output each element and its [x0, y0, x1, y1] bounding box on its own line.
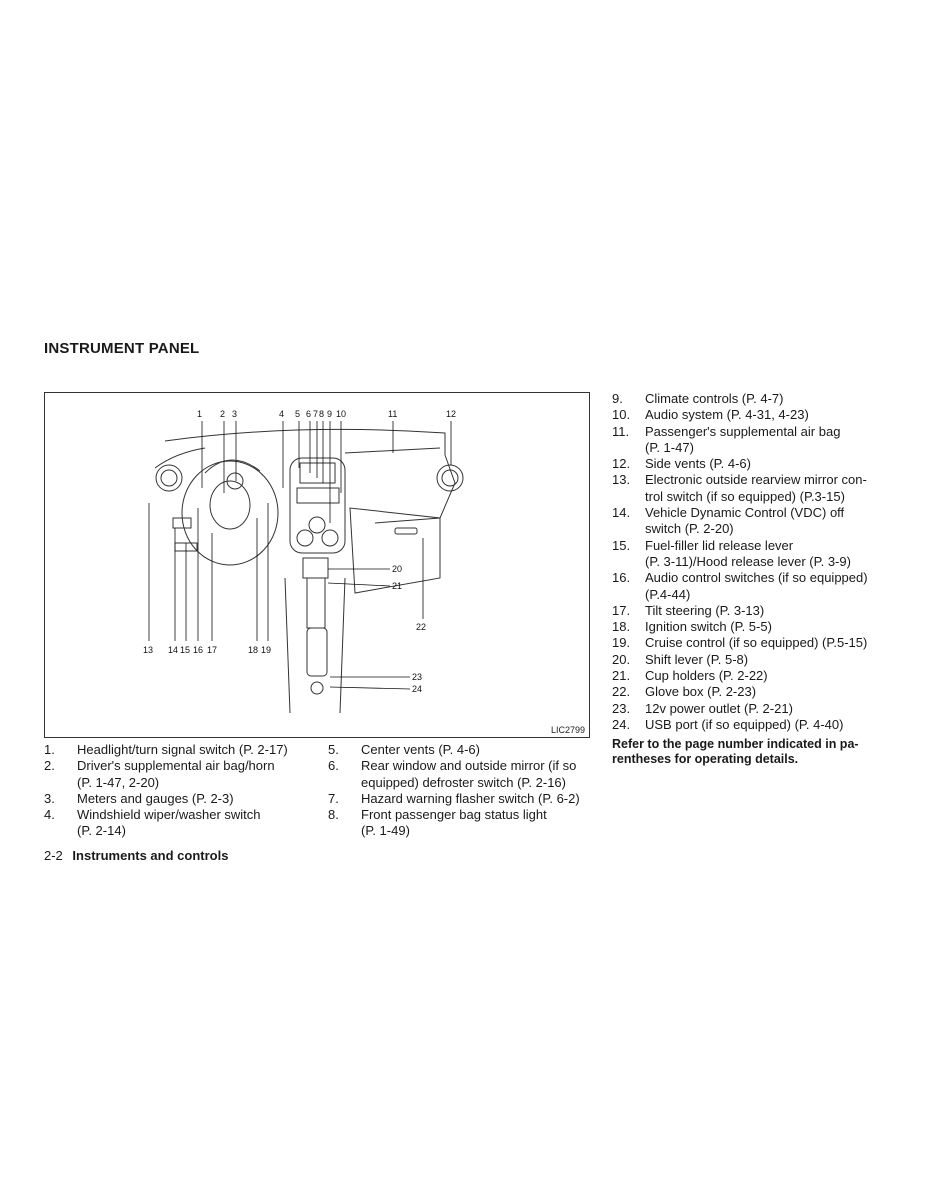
callout-5: 5	[295, 409, 300, 419]
list-item: (P. 1-49)	[361, 823, 410, 839]
page-footer: 2-2 Instruments and controls	[44, 848, 228, 863]
list-item: (P.4-44)	[645, 586, 691, 602]
dash-right-edge	[374, 454, 456, 524]
center-vents	[299, 462, 336, 484]
callout-20: 20	[392, 564, 402, 574]
right-vent	[436, 464, 464, 492]
list-item: 10.Audio system (P. 4-31, 4-23)	[612, 407, 809, 423]
list-item: 4.Windshield wiper/washer switch	[44, 807, 261, 823]
callout-6: 6	[306, 409, 311, 419]
callout-2: 2	[220, 409, 225, 419]
callout-22: 22	[416, 622, 426, 632]
list-item: 6.Rear window and outside mirror (if so	[328, 758, 577, 774]
left-vent	[155, 464, 183, 492]
cup-holders	[306, 627, 328, 677]
callout-21: 21	[392, 581, 402, 591]
glove-box	[349, 507, 441, 594]
console-right	[339, 577, 346, 714]
dash-left-edge	[154, 447, 206, 469]
list-item: 3.Meters and gauges (P. 2-3)	[44, 790, 234, 806]
climate-knob-left	[296, 529, 314, 547]
callout-4: 4	[279, 409, 284, 419]
list-item: 23.12v power outlet (P. 2-21)	[612, 700, 793, 716]
callout-7: 7	[313, 409, 318, 419]
console-left	[284, 577, 291, 714]
callout-8: 8	[319, 409, 324, 419]
callout-24: 24	[412, 684, 422, 694]
callout-13: 13	[143, 645, 153, 655]
driver-airbag	[209, 480, 251, 530]
chapter-title: Instruments and controls	[72, 848, 229, 863]
list-item: switch (P. 2-20)	[645, 521, 734, 537]
vdc-switch	[172, 517, 192, 529]
list-item: 9.Climate controls (P. 4-7)	[612, 391, 784, 406]
list-item: trol switch (if so equipped) (P.3-15)	[645, 488, 845, 504]
list-item: 24.USB port (if so equipped) (P. 4-40)	[612, 716, 844, 732]
list-item: 1.Headlight/turn signal switch (P. 2-17)	[44, 742, 288, 757]
callout-12: 12	[446, 409, 456, 419]
list-item: 11.Passenger's supplemental air bag	[612, 423, 841, 439]
list-item: 8.Front passenger bag status light	[328, 807, 547, 823]
passenger-airbag-lid	[344, 447, 441, 454]
list-item: 15.Fuel-filler lid release lever	[612, 537, 794, 553]
list-item: 16.Audio control switches (if so equippe…	[612, 570, 868, 586]
center-stack	[289, 457, 346, 554]
list-item: (P. 1-47, 2-20)	[77, 774, 160, 790]
list-item: 17.Tilt steering (P. 3-13)	[612, 602, 765, 618]
list-item: 20.Shift lever (P. 5-8)	[612, 651, 749, 667]
list-item: 22.Glove box (P. 2-23)	[612, 684, 757, 700]
meter-cluster	[204, 459, 261, 474]
glove-box-handle	[394, 527, 418, 535]
list-item: 21.Cup holders (P. 2-22)	[612, 668, 768, 684]
callout-1: 1	[197, 409, 202, 419]
callout-18: 18	[248, 645, 258, 655]
list-item: (P. 3-11)/Hood release lever (P. 3-9)	[645, 553, 851, 569]
callout-23: 23	[412, 672, 422, 682]
list-item: 7.Hazard warning flasher switch (P. 6-2)	[328, 790, 580, 806]
power-outlet	[310, 681, 324, 695]
section-title: INSTRUMENT PANEL	[44, 340, 200, 357]
instrument-panel-figure: 1 2 3 4 5 6 7 8 9 10 11 12 13 14 15 16 1…	[44, 392, 590, 738]
list-item: 12.Side vents (P. 4-6)	[612, 456, 751, 472]
list-item: 19.Cruise control (if so equipped) (P.5-…	[612, 635, 868, 651]
legend-list-a: 1.Headlight/turn signal switch (P. 2-17)…	[44, 742, 316, 840]
legend-list-b: 5.Center vents (P. 4-6) 6.Rear window an…	[328, 742, 590, 840]
callout-19: 19	[261, 645, 271, 655]
dash-top-line	[164, 428, 446, 455]
list-item: 2.Driver's supplemental air bag/horn	[44, 758, 275, 774]
dashboard-illustration: 1 2 3 4 5 6 7 8 9 10 11 12 13 14 15 16 1…	[143, 409, 464, 714]
callout-16: 16	[193, 645, 203, 655]
shift-lever-base	[302, 557, 329, 579]
page-number: 2-2	[44, 848, 63, 863]
legend-list-c: 9.Climate controls (P. 4-7) 10.Audio sys…	[612, 391, 878, 733]
list-item: equipped) defroster switch (P. 2-16)	[361, 774, 566, 790]
steering-wheel	[181, 460, 279, 566]
list-item: (P. 2-14)	[77, 823, 126, 839]
figure-code: LIC2799	[550, 725, 585, 735]
callout-15: 15	[180, 645, 190, 655]
callout-3: 3	[232, 409, 237, 419]
callout-9: 9	[327, 409, 332, 419]
operating-details-note: Refer to the page number indicated in pa…	[612, 737, 859, 766]
callout-10: 10	[336, 409, 346, 419]
callout-11: 11	[388, 409, 397, 419]
climate-knob-right	[321, 529, 339, 547]
callout-17: 17	[207, 645, 217, 655]
list-item: 14.Vehicle Dynamic Control (VDC) off	[612, 505, 845, 521]
list-item: 5.Center vents (P. 4-6)	[328, 742, 480, 757]
climate-knob-center	[308, 516, 326, 534]
audio-unit	[296, 487, 340, 504]
list-item: 13.Electronic outside rearview mirror co…	[612, 472, 867, 488]
list-item: 18.Ignition switch (P. 5-5)	[612, 619, 772, 635]
callout-14: 14	[168, 645, 178, 655]
list-item: (P. 1-47)	[645, 439, 694, 455]
